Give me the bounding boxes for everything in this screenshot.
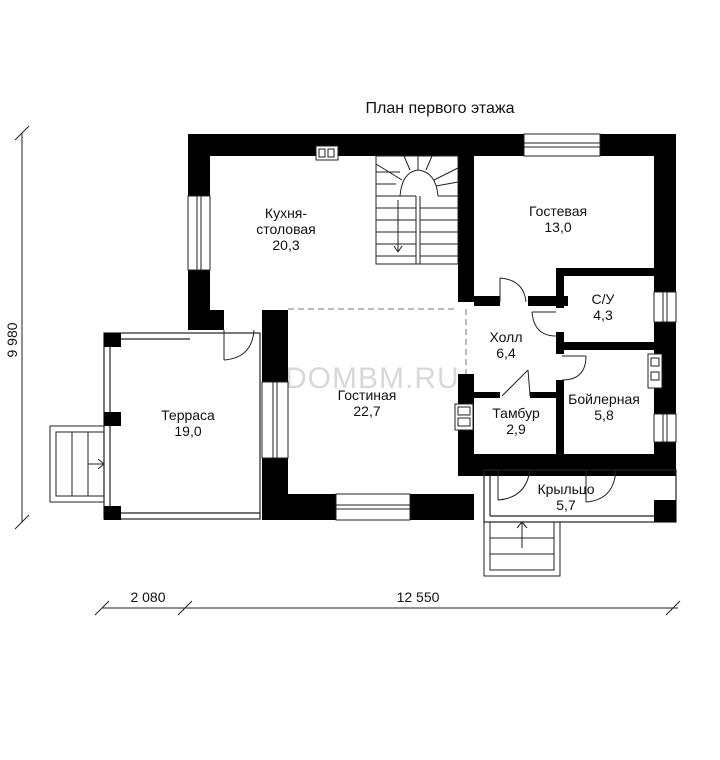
room-kitchen-name-2: столовая [256, 221, 316, 237]
room-hall-area: 6,4 [496, 345, 516, 361]
inner-walls [458, 156, 676, 476]
outer-walls [188, 134, 676, 520]
windows [187, 133, 677, 521]
plan-title: План первого этажа [365, 100, 515, 117]
room-kitchen-name: Кухня- [265, 205, 307, 221]
room-hall-name: Холл [490, 329, 523, 345]
room-guest-name: Гостевая [529, 203, 587, 219]
porch-outline [483, 469, 677, 523]
terrace-steps [49, 425, 105, 503]
room-bathroom-name: С/У [592, 291, 615, 307]
room-tambur-name: Тамбур [492, 405, 540, 421]
doors [223, 277, 617, 503]
room-guest-area: 13,0 [544, 219, 571, 235]
dimension-height: 9 980 [4, 322, 20, 357]
room-labels: Кухня- столовая 20,3 Гостевая 13,0 С/У 4… [161, 203, 640, 513]
room-boiler-area: 5,8 [594, 407, 614, 423]
vent-box [315, 145, 339, 161]
porch-steps [483, 521, 561, 577]
watermark: DOMBM.RU [285, 362, 460, 395]
room-kitchen-area: 20,3 [272, 237, 299, 253]
dimension-lines [14, 125, 681, 616]
stove [454, 403, 474, 431]
porch-posts [654, 500, 676, 522]
room-porch-area: 5,7 [556, 497, 576, 513]
boiler-equipment [647, 353, 663, 389]
room-living-area: 22,7 [353, 403, 380, 419]
room-boiler-name: Бойлерная [568, 391, 640, 407]
room-living-name: Гостиная [338, 387, 397, 403]
room-terrace-name: Терраса [161, 407, 215, 423]
room-tambur-area: 2,9 [506, 421, 526, 437]
terrace-posts [104, 333, 121, 520]
room-porch-name: Крыльцо [537, 481, 594, 497]
dimension-terrace-width: 2 080 [130, 589, 165, 605]
room-terrace-area: 19,0 [174, 423, 201, 439]
staircase [375, 155, 459, 265]
kitchen-wall-end [188, 310, 224, 330]
dimension-house-width: 12 550 [397, 589, 440, 605]
room-bathroom-area: 4,3 [593, 307, 613, 323]
